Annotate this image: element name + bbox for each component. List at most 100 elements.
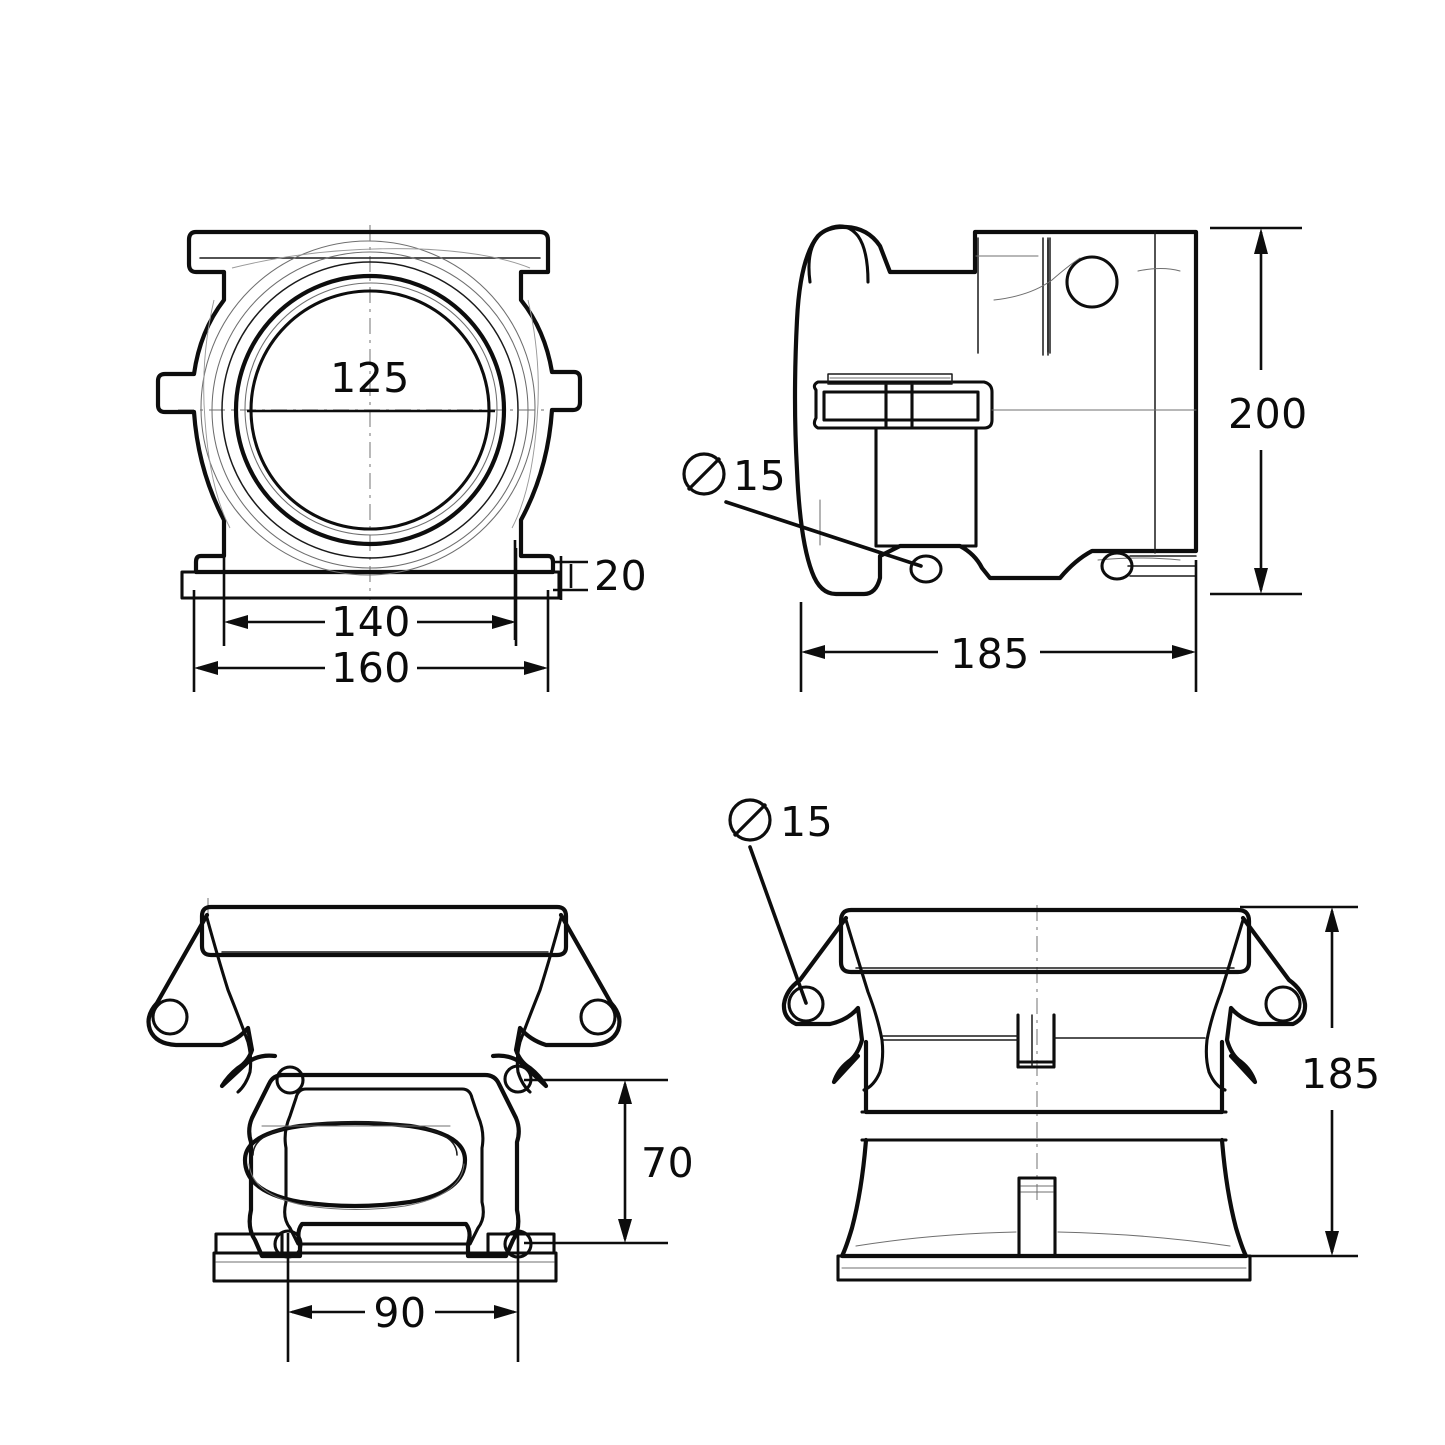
dimension-70-arrow-top: [618, 1080, 632, 1104]
bottom-view-body-plate: [247, 1072, 521, 1259]
dimension-160-label-mask: [325, 646, 417, 690]
side-view-foot-sketch: [1097, 557, 1181, 561]
dimension-70-label: 70: [641, 1139, 694, 1187]
rear-view-right-ear-inner: [1204, 918, 1245, 1092]
dimension-185-side-label: 185: [950, 630, 1030, 678]
dimension-90-label: 90: [373, 1289, 426, 1337]
bottom-view-left-ear: [146, 912, 278, 1089]
rear-view-lower-body: [839, 1137, 1249, 1259]
rear-view-right-ear-hole: [1264, 985, 1302, 1023]
callout-15-label-rear: 15: [780, 798, 833, 846]
front-view-outer-ring: [233, 273, 507, 547]
side-view-right-foot-hole: [1100, 551, 1134, 581]
bottom-view: 70 90: [146, 898, 694, 1362]
bottom-view-base-strip: [212, 1251, 558, 1283]
diameter-symbol-slash-side: [686, 456, 722, 492]
dimension-70: 70: [524, 1078, 694, 1245]
side-view-lower-boss: [874, 426, 978, 548]
dimension-90: 90: [286, 1233, 520, 1362]
rear-view-base-sketch-left: [855, 1231, 1017, 1247]
dimension-185-rear-label: 185: [1301, 1050, 1381, 1098]
bottom-view-oval-bowl-ghost: [248, 1163, 465, 1211]
callout-diameter-15-side: 15: [682, 452, 923, 568]
dimension-140-arrow-right: [492, 615, 516, 629]
dimension-125: 125: [247, 354, 495, 413]
rear-view-body: [863, 1039, 1225, 1115]
dimension-20-label: 20: [594, 552, 647, 600]
dimension-185-rear-arrow-bottom: [1325, 1231, 1339, 1256]
dimension-200-arrow-top: [1254, 228, 1268, 254]
side-view: 15 200 185: [682, 224, 1308, 692]
side-view-slot-plate-inner: [822, 390, 980, 422]
dimension-70-arrow-bottom: [618, 1219, 632, 1243]
rear-view-central-rib: [1016, 1013, 1056, 1069]
side-view-sketch-curve-b: [993, 257, 1081, 301]
front-view-ring-3: [211, 251, 529, 569]
rear-view-base-plate: [836, 1254, 1252, 1282]
dimension-140-arrow-left: [224, 615, 248, 629]
dimension-200-label: 200: [1228, 390, 1308, 438]
dimension-140-label: 140: [331, 598, 411, 646]
dimension-160-arrow-left: [194, 661, 218, 675]
side-view-slot-plate-outer: [812, 380, 994, 430]
dimension-185-side-arrow-left: [801, 645, 825, 659]
dimension-20: 20: [513, 540, 647, 640]
side-view-left-foot-hole: [909, 554, 943, 584]
bottom-view-right-ear-hole: [579, 998, 617, 1036]
bottom-view-left-ear-inner: [205, 916, 253, 1094]
dimension-185-side-arrow-right: [1172, 645, 1196, 659]
side-view-body-outline: [792, 224, 1199, 597]
side-view-slot-top-cap: [827, 373, 953, 385]
front-view-body-outline: [155, 229, 583, 575]
bottom-view-right-ear-inner: [515, 916, 563, 1094]
dimension-200: 200: [1210, 226, 1308, 596]
side-view-sketch-curve-c: [1137, 267, 1181, 272]
bottom-view-base-left-pad: [214, 1232, 284, 1255]
dimension-185-side: 185: [799, 560, 1198, 692]
dimension-160-arrow-right: [524, 661, 548, 675]
bottom-view-top-bar: [199, 904, 569, 958]
callout-diameter-15-rear: 15: [728, 798, 833, 1005]
front-view-shoulder-arc-right: [511, 299, 539, 529]
rear-view-left-ear-hole: [787, 985, 825, 1023]
front-view-ring-2: [221, 261, 519, 559]
rear-view-left-ear-inner: [844, 918, 885, 1092]
front-view-top-sketch: [231, 248, 531, 269]
dimension-140-label-mask: [325, 600, 417, 644]
dimension-125-label: 125: [330, 354, 410, 402]
callout-15-label-side: 15: [733, 452, 786, 500]
bottom-view-left-ear-hole: [151, 998, 189, 1036]
bottom-view-oval-bowl: [242, 1120, 468, 1209]
diameter-symbol-slash-rear: [732, 802, 768, 838]
bottom-view-oval-bowl-inner: [252, 1121, 458, 1156]
side-view-upper-hole: [1065, 255, 1119, 309]
callout-15-leader-rear: [748, 845, 808, 1005]
dimension-90-label-mask: [365, 1288, 435, 1334]
bottom-view-inner-plate: [283, 1087, 485, 1246]
dimension-185-rear: 185: [1232, 905, 1381, 1258]
front-view-shoulder-arc-left: [203, 299, 231, 529]
callout-15-leader-side: [724, 500, 923, 568]
diameter-symbol-circle-rear: [728, 798, 772, 842]
front-view-lower-flange: [180, 570, 561, 600]
dimension-90-arrow-right: [494, 1305, 518, 1319]
front-view-ring-4: [200, 240, 536, 576]
dimension-185-rear-arrow-top: [1325, 907, 1339, 932]
dimension-140: 140: [222, 548, 518, 646]
dimension-90-arrow-left: [288, 1305, 312, 1319]
bottom-view-plate-hole-upper-left: [275, 1065, 305, 1095]
side-view-upper-lug: [807, 224, 870, 284]
dimension-160-label: 160: [331, 644, 411, 692]
bottom-view-base-right-pad: [486, 1232, 556, 1255]
dimension-160: 160: [192, 590, 550, 692]
rear-view-right-ear: [1224, 915, 1308, 1085]
rear-view-top-bar: [838, 907, 1252, 975]
front-view: 125 140 160: [155, 225, 647, 692]
diameter-symbol-circle-side: [682, 452, 726, 496]
dimension-200-arrow-bottom: [1254, 568, 1268, 594]
rear-view: 15 185: [728, 798, 1381, 1282]
bottom-view-right-ear: [490, 912, 622, 1089]
rear-view-base-sketch-right: [1057, 1231, 1231, 1247]
